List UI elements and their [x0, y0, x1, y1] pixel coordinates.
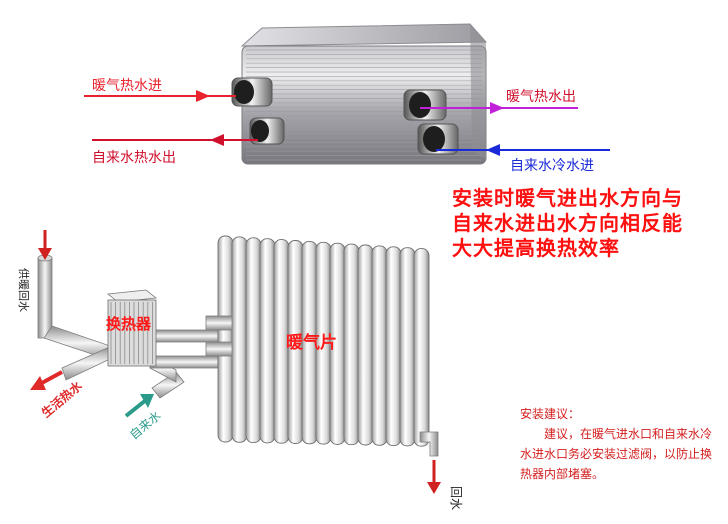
- arrow-tap-cold-in: [436, 144, 610, 156]
- arrow-tap-hot-out: [92, 134, 258, 146]
- radiator-fin: [231, 236, 248, 443]
- note-body: 建议，在暖气进水口和自来水冷水进水口务必安装过滤阀，以防止换热器内部堵塞。: [520, 427, 713, 481]
- label-tap-cold-in: 自来水冷水进: [510, 158, 594, 174]
- installation-note: 安装建议： 建议，在暖气进水口和自来水冷水进水口务必安装过滤阀，以防止换热器内部…: [520, 404, 720, 484]
- headline-line-3: 大大提高换热效率: [452, 236, 620, 260]
- hot-tap-arrow: [30, 370, 63, 390]
- return-arrow: [427, 460, 441, 494]
- label-radiator: 暖气片: [286, 332, 337, 353]
- cold-tap-arrow: [124, 394, 154, 418]
- radiator-fin: [413, 248, 430, 447]
- label-supply: 供暖回水: [17, 268, 31, 312]
- radiator-fin: [259, 238, 276, 444]
- arrow-heating-hot-out: [420, 102, 578, 114]
- radiator-fin: [371, 245, 388, 446]
- headline-line-2: 自来水进出水方向相反能: [452, 211, 683, 235]
- label-tap-hot-out: 自来水热水出: [92, 150, 176, 166]
- small-heat-exchanger: [106, 289, 158, 367]
- radiator-fin: [245, 237, 262, 444]
- supply-pipe: [37, 254, 111, 361]
- label-return: 回水: [449, 486, 463, 510]
- headline: 安装时暖气进出水方向与 自来水进出水方向相反能 大大提高换热效率: [452, 186, 724, 261]
- supply-arrow: [38, 230, 52, 260]
- port-tap-cold-in: [417, 123, 459, 155]
- label-exchanger: 换热器: [106, 315, 152, 333]
- headline-line-1: 安装时暖气进出水方向与: [452, 186, 683, 210]
- radiator-fin: [217, 235, 234, 443]
- port-heating-hot-in: [231, 77, 273, 107]
- radiator-fin: [343, 243, 360, 446]
- label-cold-tap: 自来水: [127, 408, 164, 442]
- connection-pipes: [149, 329, 225, 369]
- port-heating-hot-out: [403, 89, 447, 121]
- label-hot-tap: 生活热水: [38, 377, 85, 420]
- port-tap-hot-out: [249, 117, 285, 145]
- radiator-fin: [385, 246, 402, 447]
- note-title: 安装建议：: [520, 407, 581, 421]
- radiator-fin: [357, 244, 374, 446]
- radiator-fin: [399, 247, 416, 447]
- label-heating-hot-out: 暖气热水出: [506, 89, 576, 105]
- arrow-heating-hot-in: [84, 90, 236, 102]
- radiator: [205, 235, 439, 457]
- label-heating-hot-in: 暖气热水进: [92, 78, 162, 94]
